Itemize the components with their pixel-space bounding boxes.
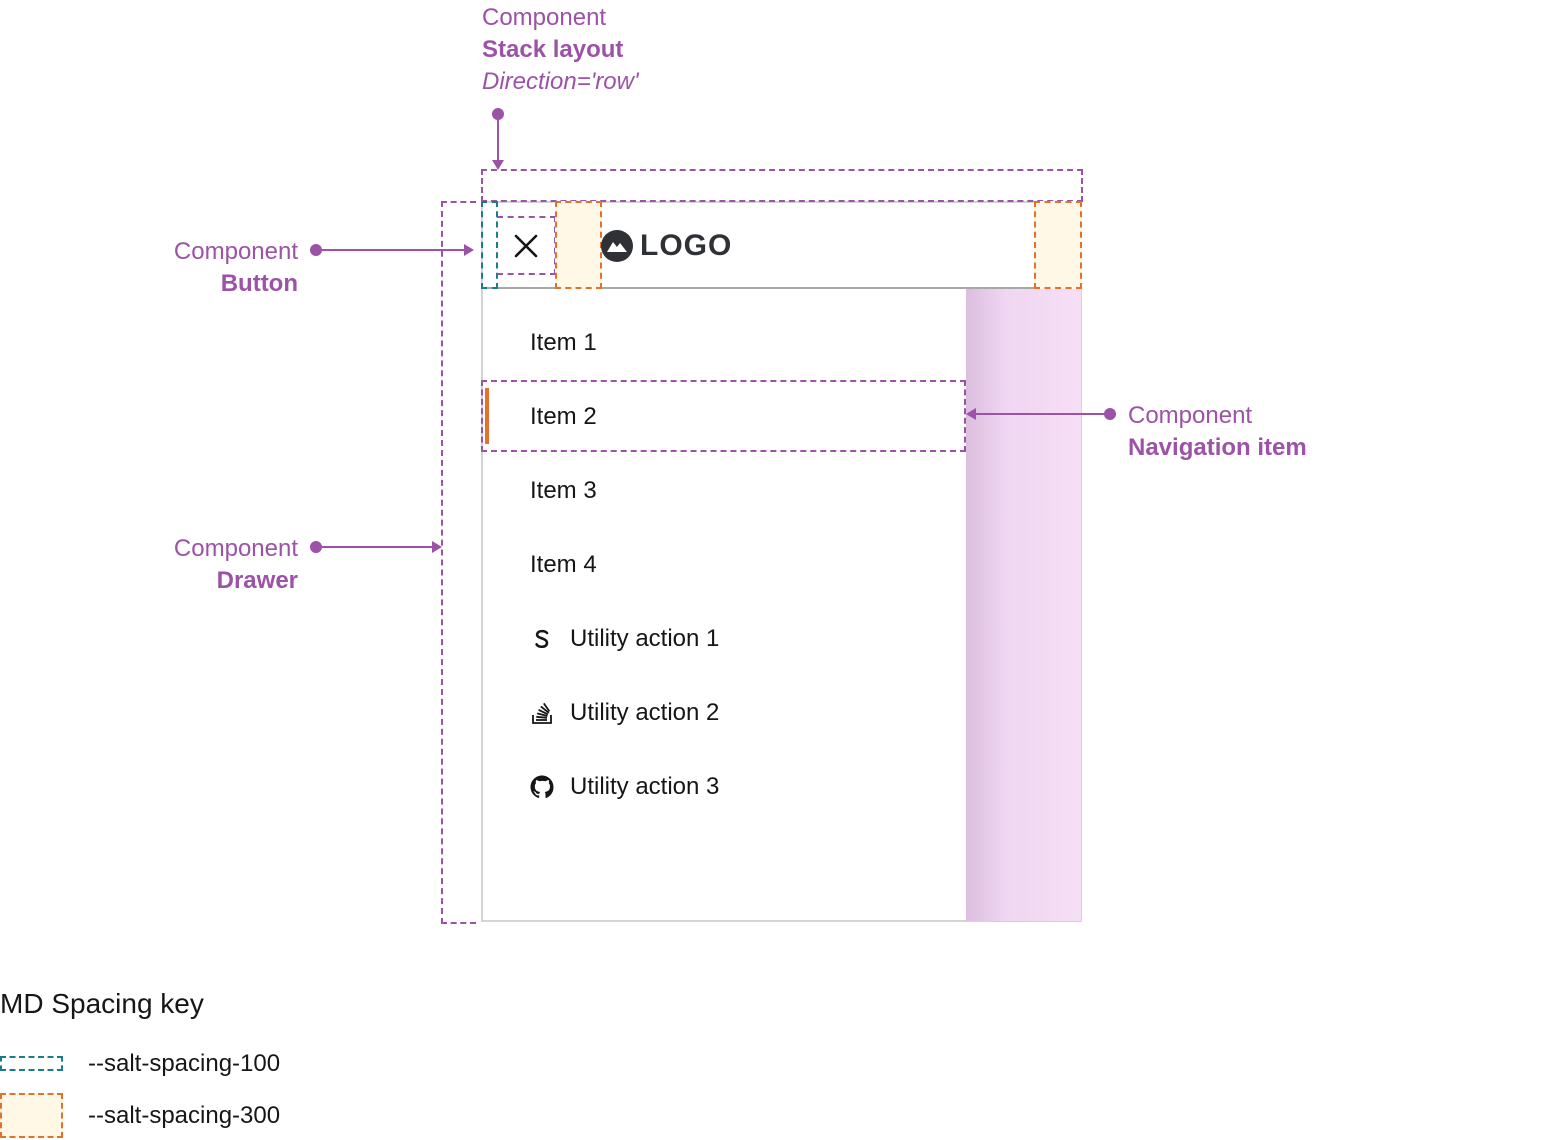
button-annotation-sub: Component [173,238,298,265]
nav-item-4[interactable]: Item 4 [483,530,965,600]
stack-annotation-title: Stack layout [482,36,624,63]
logo: LOGO [600,228,732,264]
github-icon [530,775,554,799]
legend-swatch-spacing-300 [0,1093,63,1138]
utility-action-label: Utility action 2 [570,699,720,726]
header-divider [481,287,1082,289]
nav-item-3[interactable]: Item 3 [483,456,965,526]
navigation-item-outline [481,380,966,452]
stack-annotation-sub: Component [482,4,607,31]
active-indicator [485,388,489,444]
spacing-300-guide-left [555,201,602,289]
utility-action-1[interactable]: Utility action 1 [483,604,965,674]
nav-item-annotation-sub: Component [1128,402,1253,429]
nav-item-label: Item 3 [530,477,597,504]
drawer-outline [441,201,476,924]
nav-item-1[interactable]: Item 1 [483,308,965,378]
legend-title: MD Spacing key [0,988,204,1019]
nav-item-annotation-title: Navigation item [1128,434,1307,461]
drawer-annotation-sub: Component [173,535,298,562]
nav-item-label: Item 1 [530,329,597,356]
drawer-overlay-scrim[interactable] [966,289,1081,921]
legend-label-spacing-100: --salt-spacing-100 [88,1050,281,1077]
logo-mountain-icon [601,230,633,262]
close-icon [514,234,538,258]
utility-action-label: Utility action 1 [570,625,720,652]
spacing-100-guide [481,201,498,289]
nav-item-label: Item 2 [530,403,597,430]
nav-item-2-active[interactable]: Item 2 [483,382,965,452]
legend-label-spacing-300: --salt-spacing-300 [88,1102,281,1129]
stack-overflow-icon [530,701,554,725]
close-button[interactable] [508,228,544,264]
legend-swatch-spacing-100 [0,1056,63,1071]
logo-text: LOGO [640,229,733,262]
utility-action-label: Utility action 3 [570,773,720,800]
stack-annotation-detail: Direction='row' [482,68,639,95]
utility-action-3[interactable]: Utility action 3 [483,752,965,822]
spacing-300-guide-right [1034,201,1082,289]
salt-s-icon [530,627,554,651]
utility-action-2[interactable]: Utility action 2 [483,678,965,748]
stack-layout-outline [481,169,1083,202]
nav-item-label: Item 4 [530,551,597,578]
button-annotation-title: Button [220,270,298,297]
drawer-annotation-title: Drawer [216,567,298,594]
